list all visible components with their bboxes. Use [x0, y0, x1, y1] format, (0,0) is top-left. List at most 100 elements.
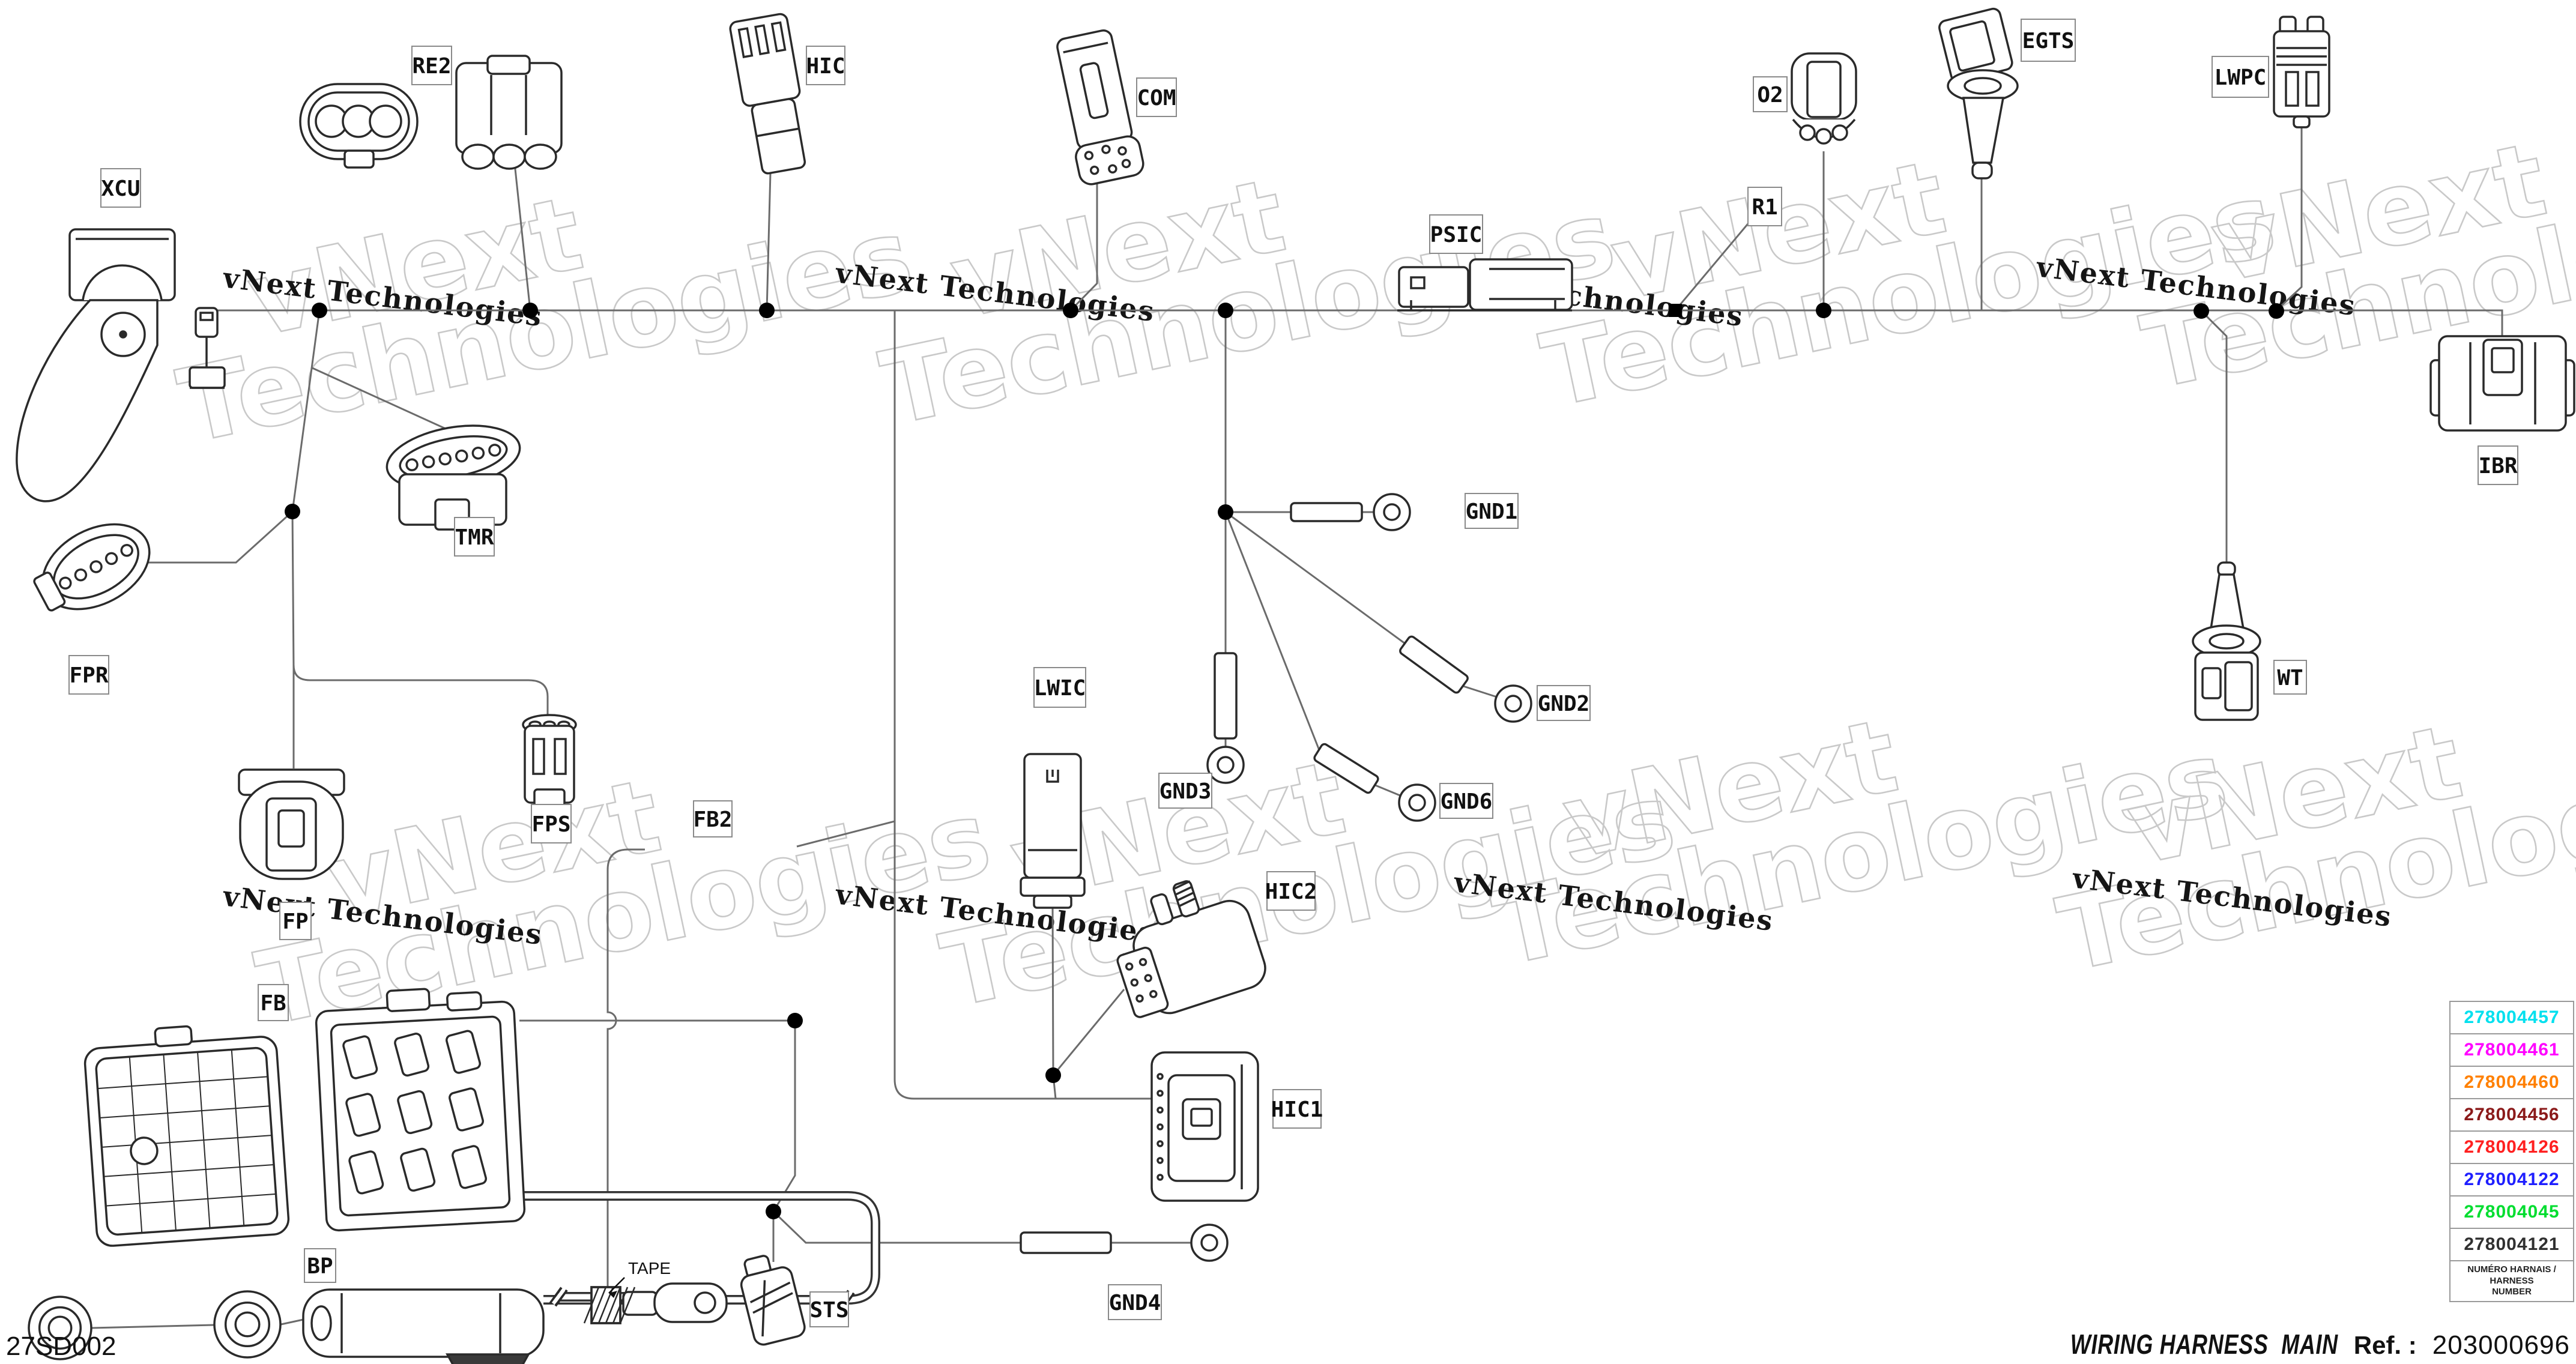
junction-dot [522, 303, 538, 318]
wire-mid-horiz [893, 821, 1152, 1100]
probe-shaft [2209, 573, 2245, 630]
pin-dot [1130, 978, 1139, 987]
solenoid-body [302, 1288, 545, 1358]
label-text: COM [1137, 86, 1176, 110]
harness-number-row: 278004121 [2451, 1229, 2573, 1261]
leader-arrowhead [609, 1291, 617, 1298]
connector-cable-lug [622, 1282, 728, 1323]
break-slash [549, 1287, 563, 1305]
label-box [258, 984, 289, 1021]
step [533, 788, 566, 807]
terminal-sleeve [1399, 635, 1469, 694]
pin-cavity [120, 544, 133, 557]
component-layer [16, 7, 2575, 1364]
label-text: GND3 [1160, 779, 1212, 804]
connector-hic2-conn [1116, 880, 1266, 1018]
post [1150, 893, 1174, 926]
harness-number-row: 278004045 [2451, 1197, 2573, 1229]
label-box [1136, 77, 1177, 117]
label-ibr: IBR [2478, 445, 2518, 485]
latch [33, 572, 66, 612]
wire-fpr-branch [133, 510, 294, 564]
label-box [100, 168, 141, 208]
harness-number-row: 278004460 [2451, 1067, 2573, 1099]
junction-dot [1218, 303, 1233, 318]
wire-fb-right [519, 1019, 1191, 1262]
rib [756, 127, 799, 137]
connector-sts-conn [740, 1255, 806, 1346]
connector-bp-solenoid [302, 1288, 545, 1364]
label-fb2: FB2 [693, 800, 733, 837]
label-hic2: HIC2 [1265, 871, 1317, 911]
wire-layer [91, 119, 2503, 1329]
pin-slot [1410, 276, 1426, 289]
legend-row [106, 1193, 276, 1207]
terminal-sleeve [1214, 652, 1238, 740]
detail [761, 1280, 766, 1337]
label-sts: STS [809, 1291, 849, 1327]
label-box [68, 655, 109, 695]
connector-bp-lug-b [213, 1290, 282, 1359]
probe-tip [1971, 161, 1993, 180]
label-gnd6: GND6 [1439, 783, 1493, 819]
connector-xcu-ecu [16, 228, 176, 502]
pin-cavity [89, 560, 103, 573]
label-box [1537, 685, 1591, 721]
label-fp: FP [279, 902, 312, 940]
pin-dot [1138, 958, 1147, 967]
legend-row [99, 1105, 270, 1119]
pin-slot [554, 738, 567, 775]
footer-line1: NUMÉRO HARNAIS / HARNESS [2467, 1264, 2556, 1286]
label-box [809, 1291, 849, 1327]
pin-dot [1101, 145, 1111, 154]
pin-cavity [1831, 124, 1848, 141]
junction-layer [285, 303, 2284, 1219]
label-text: FP [282, 910, 308, 934]
label-box [304, 1248, 336, 1283]
junction-dot [1063, 303, 1078, 318]
probe-body-inner [2201, 667, 2222, 699]
break-slash [554, 1289, 568, 1307]
label-gnd2: GND2 [1537, 685, 1591, 721]
latch [1079, 62, 1109, 119]
wire-gnd6-line [1224, 512, 1402, 797]
wire-bp-link [91, 1318, 304, 1329]
center-inner [2491, 347, 2515, 373]
label-gnd3: GND3 [1158, 773, 1212, 809]
label-text: HIC [806, 54, 845, 79]
wire-re2-lead [513, 163, 531, 311]
latch-inner [277, 809, 305, 848]
connector-egts-conn [1938, 7, 2019, 180]
connector-fpr-conn [33, 523, 151, 612]
pin-cavity [59, 576, 72, 590]
wire-com-lead [1069, 180, 1098, 312]
probe-collar-hole [2209, 633, 2245, 650]
label-fps: FPS [531, 804, 572, 843]
sensor-body [740, 1266, 806, 1346]
probe-body-latch [2224, 661, 2253, 711]
label-box [1158, 773, 1212, 809]
label-psic: PSIC [1429, 214, 1483, 254]
harness-number-row: 278004456 [2451, 1099, 2573, 1132]
label-box [411, 46, 452, 85]
junction-dot [1045, 1067, 1061, 1083]
pin-cavity [405, 458, 419, 471]
ref-label: Ref. : [2353, 1331, 2417, 1359]
connector-com-conn [1056, 29, 1144, 186]
label-re2: RE2 [411, 46, 452, 85]
junction-dot [312, 303, 327, 318]
fusebox-rot [83, 1025, 290, 1247]
ring-terminal-hole [1383, 503, 1401, 521]
wire-fps-branch [292, 665, 549, 719]
label-fb: FB [258, 984, 289, 1021]
junction-dot [2194, 303, 2209, 319]
label-box [2021, 19, 2076, 62]
pin-slot [737, 27, 754, 58]
harness-table-footer: NUMÉRO HARNAIS / HARNESS NUMBER [2451, 1261, 2573, 1301]
label-wt: WT [2273, 660, 2307, 695]
label-text: O2 [1757, 83, 1783, 107]
connector-body [1469, 258, 1573, 311]
seal-dot [1156, 1157, 1164, 1164]
pin-cavity [438, 452, 452, 466]
